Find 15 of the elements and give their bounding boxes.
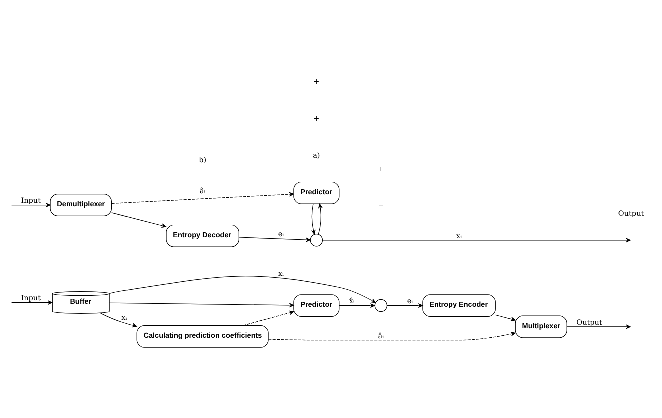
arrow <box>318 203 323 234</box>
arrow <box>243 310 294 326</box>
arrow <box>387 303 424 308</box>
arrow <box>112 192 294 204</box>
arrow <box>100 312 138 328</box>
arrow <box>312 203 316 234</box>
node-circle <box>374 298 388 312</box>
arrow <box>109 276 376 303</box>
arrow <box>109 302 294 308</box>
arrow <box>238 236 311 242</box>
arrow <box>339 303 376 308</box>
arrow <box>496 314 516 321</box>
arrow <box>112 212 167 228</box>
arrow <box>268 332 516 340</box>
node-circle <box>310 234 324 246</box>
